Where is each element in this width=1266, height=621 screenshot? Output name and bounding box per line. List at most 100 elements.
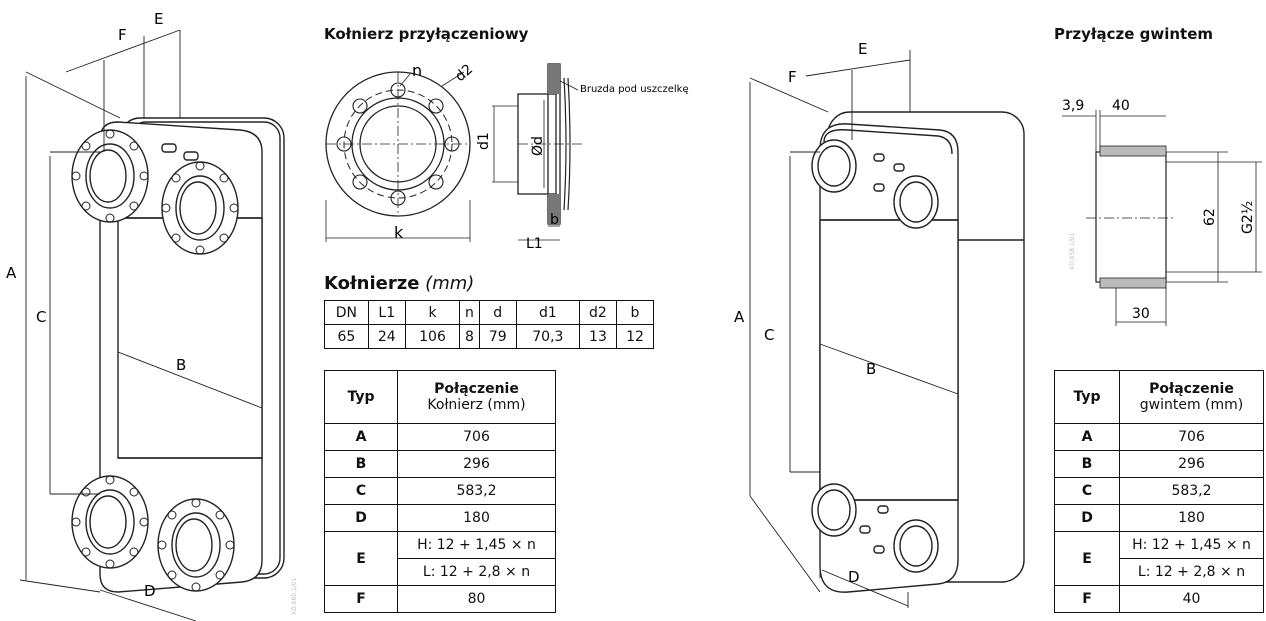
type-key: E: [1054, 531, 1120, 586]
label-n: n: [412, 61, 422, 80]
type-value: 296: [1119, 450, 1264, 478]
type-key: B: [1054, 450, 1120, 478]
flanges-header-cell: L1: [367, 300, 406, 325]
flanges-value-cell: 24: [367, 324, 406, 349]
flanges-value-cell: 65: [324, 324, 369, 349]
dim-c-right: C: [764, 326, 774, 344]
dim-c: C: [36, 308, 46, 326]
type-value: 180: [397, 504, 556, 532]
dim-e: E: [154, 10, 163, 28]
type-table-header: Typ Połączenie gwintem (mm): [1054, 370, 1264, 424]
col-connection-title: Połączenie: [1149, 381, 1234, 397]
col-connection-sub: gwintem (mm): [1139, 397, 1244, 413]
type-value: L: 12 + 2,8 × n: [1119, 558, 1264, 586]
thread-dim-g: G2½: [1240, 201, 1256, 234]
flanged-exchanger-drawing: A C B D E F XD.060.1/01: [6, 10, 298, 621]
flanges-header-cell: k: [404, 300, 461, 325]
type-key: F: [324, 585, 398, 613]
type-table-header: Typ Połączenie Kołnierz (mm): [324, 370, 556, 424]
type-value: 296: [397, 450, 556, 478]
dim-a-right: A: [734, 308, 745, 326]
type-value: 706: [397, 423, 556, 451]
flanges-title-unit: (mm): [425, 273, 475, 294]
type-key: D: [1054, 504, 1120, 532]
dim-f: F: [118, 26, 127, 44]
flanges-value-cell: 12: [615, 324, 655, 349]
thread-detail-drawing: 3,9 40 62 G2½ 30 XD.058.1/01: [1062, 98, 1262, 326]
label-d2: d2: [452, 61, 476, 85]
type-key: C: [1054, 477, 1120, 505]
type-value: H: 12 + 1,45 × n: [397, 531, 556, 559]
dim-d-right: D: [848, 568, 860, 586]
col-connection: Połączenie gwintem (mm): [1119, 370, 1264, 424]
type-key: A: [324, 423, 398, 451]
dim-e-right: E: [858, 40, 867, 58]
type-key: A: [1054, 423, 1120, 451]
type-value: 583,2: [397, 477, 556, 505]
heading-flange-connection: Kołnierz przyłączeniowy: [324, 25, 529, 43]
type-value: 40: [1119, 585, 1264, 613]
flanges-table-title: Kołnierze (mm): [324, 273, 474, 294]
threaded-exchanger-drawing: A C B D E F: [734, 40, 1025, 608]
type-key: B: [324, 450, 398, 478]
flanges-value-cell: 13: [578, 324, 617, 349]
dim-f-right: F: [788, 68, 797, 86]
thread-dim-30: 30: [1132, 306, 1150, 322]
type-value: 180: [1119, 504, 1264, 532]
label-d1: d1: [476, 132, 492, 150]
label-od: Ød: [530, 136, 546, 156]
flanges-value-row: 65 24 106 8 79 70,3 13 12: [324, 324, 655, 349]
flanges-title-text: Kołnierze: [324, 273, 420, 294]
flange-detail-drawing: n d2 Bruzda pod uszczelkę d1 Ød k b L1: [325, 61, 689, 252]
type-value: 583,2: [1119, 477, 1264, 505]
flanges-header-cell: d2: [578, 300, 617, 325]
type-key: C: [324, 477, 398, 505]
dim-d: D: [144, 582, 156, 600]
thread-code: XD.058.1/01: [1069, 232, 1076, 270]
flanges-header-cell: n: [459, 300, 480, 325]
table-row: L: 12 + 2,8 × n: [325, 558, 556, 586]
flanges-value-cell: 79: [478, 324, 517, 349]
thread-dim-40: 40: [1112, 98, 1130, 114]
flanges-header-cell: DN: [324, 300, 369, 325]
flanges-header-cell: d1: [515, 300, 580, 325]
type-value: L: 12 + 2,8 × n: [397, 558, 556, 586]
drawing-code: XD.060.1/01: [291, 577, 298, 615]
col-type: Typ: [1054, 370, 1120, 424]
thread-dim-39: 3,9: [1062, 98, 1084, 114]
label-l1: L1: [526, 236, 543, 252]
flanges-header-cell: b: [615, 300, 655, 325]
flanges-header-cell: d: [478, 300, 517, 325]
flanges-table: DN L1 k n d d1 d2 b 65 24 106 8 79 70,3 …: [324, 300, 655, 349]
dim-b: B: [176, 356, 186, 374]
dim-a: A: [6, 264, 17, 282]
type-key: D: [324, 504, 398, 532]
thread-dim-62: 62: [1202, 208, 1218, 226]
flanges-header-row: DN L1 k n d d1 d2 b: [324, 300, 655, 325]
dim-b-right: B: [866, 360, 876, 378]
type-value: 80: [397, 585, 556, 613]
flanges-value-cell: 70,3: [515, 324, 580, 349]
col-connection-title: Połączenie: [434, 381, 519, 397]
flanges-value-cell: 106: [404, 324, 461, 349]
label-k: k: [394, 223, 404, 242]
type-value: H: 12 + 1,45 × n: [1119, 531, 1264, 559]
type-key: E: [324, 531, 398, 586]
col-type: Typ: [324, 370, 398, 424]
label-b: b: [550, 212, 559, 228]
label-groove: Bruzda pod uszczelkę: [580, 84, 689, 95]
type-key: F: [1054, 585, 1120, 613]
